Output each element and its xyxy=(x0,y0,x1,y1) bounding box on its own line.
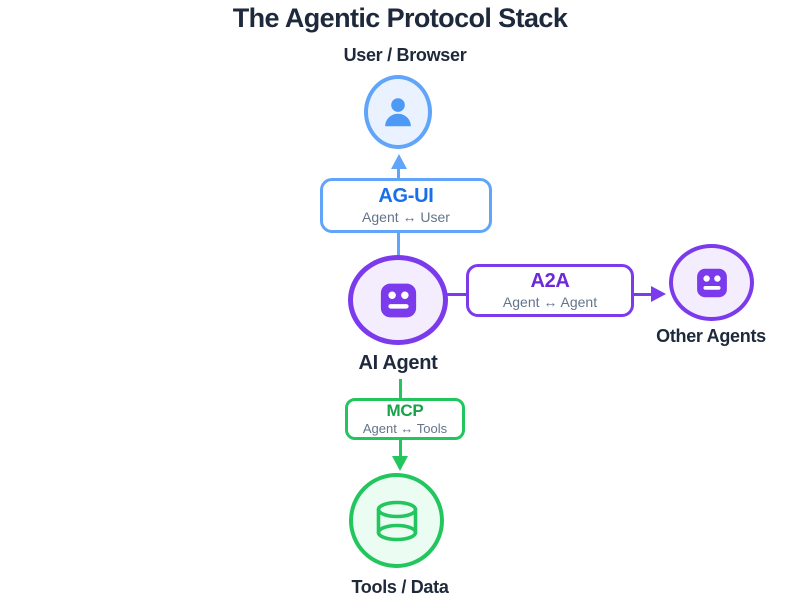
a2a-protocol-relation: Agent ↔ Agent xyxy=(502,294,598,311)
agui-protocol-relation: Agent ↔ User xyxy=(362,209,450,226)
user-node-label: User / Browser xyxy=(343,45,467,65)
diagram-title: The Agentic Protocol Stack xyxy=(232,3,568,33)
agent-to-tools-edge xyxy=(399,379,402,399)
a2a-protocol-name: A2A xyxy=(530,270,570,293)
mcp-protocol-name: MCP xyxy=(386,400,424,420)
person-icon xyxy=(379,93,417,131)
user-node xyxy=(364,75,432,149)
database-icon xyxy=(373,499,421,543)
tools-node-label: Tools / Data xyxy=(351,577,449,597)
agui-protocol-name: AG-UI xyxy=(378,185,434,208)
agent-to-tools-edge xyxy=(399,440,402,457)
agui-protocol-box: AG-UI Agent ↔ User xyxy=(320,178,492,233)
agent-to-other-arrowhead-icon xyxy=(651,286,666,302)
agent-to-other-edge xyxy=(446,293,466,296)
robot-icon xyxy=(693,264,731,302)
mcp-protocol-relation: Agent ↔ Tools xyxy=(362,421,448,437)
a2a-protocol-box: A2A Agent ↔ Agent xyxy=(466,264,634,317)
tools-node xyxy=(349,473,444,568)
other-agents-node xyxy=(669,244,754,321)
agent-to-user-arrowhead-icon xyxy=(391,154,407,169)
agent-to-user-edge xyxy=(397,233,400,256)
agent-to-user-edge xyxy=(397,168,400,179)
ai-agent-node xyxy=(348,255,448,345)
mcp-protocol-box: MCP Agent ↔ Tools xyxy=(345,398,465,440)
other-agents-node-label: Other Agents xyxy=(656,326,766,346)
agent-to-tools-arrowhead-icon xyxy=(392,456,408,471)
robot-icon xyxy=(376,278,421,323)
agent-to-other-edge xyxy=(634,293,651,296)
ai-agent-node-label: AI Agent xyxy=(358,352,438,374)
